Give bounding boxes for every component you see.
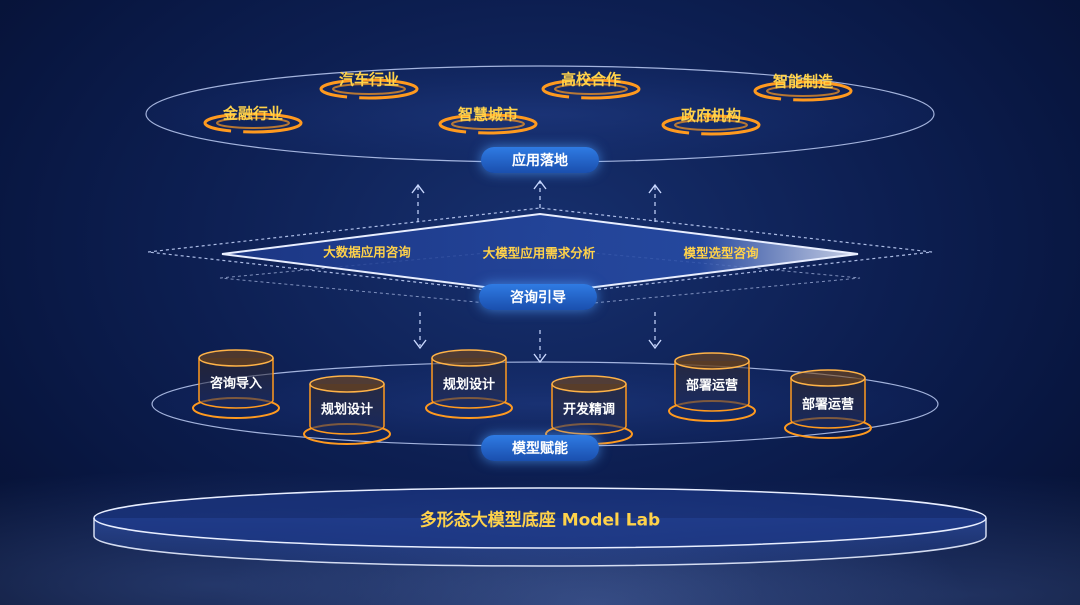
app-item-government: 政府机构	[680, 106, 742, 125]
application-layer-pill: 应用落地	[481, 147, 599, 173]
model-layer-pill: 模型赋能	[481, 435, 599, 461]
arrow-head-up-left	[411, 183, 425, 194]
app-item-automotive: 汽车行业	[338, 70, 400, 89]
consult-layer-pill: 咨询引导	[479, 284, 597, 310]
model-item-deploy-2: 部署运营	[801, 397, 855, 413]
down-arrows	[419, 312, 656, 360]
cylinder	[192, 349, 280, 419]
model-item-planning-2: 规划设计	[442, 377, 496, 393]
model-item-fine-tune: 开发精调	[562, 402, 616, 418]
base-platform	[93, 487, 987, 567]
cylinder	[545, 375, 633, 445]
glow-ring	[319, 78, 419, 100]
app-rings	[203, 78, 853, 136]
arrow-head-down-right	[648, 339, 662, 350]
cylinder	[303, 375, 391, 445]
arrow-head-up-right	[648, 183, 662, 194]
app-item-manufacturing: 智能制造	[772, 72, 834, 91]
consult-item-requirements: 大模型应用需求分析	[482, 245, 596, 261]
model-item-deploy-1: 部署运营	[685, 378, 739, 394]
glow-ring	[438, 113, 538, 135]
consult-outer-diamond	[147, 207, 933, 297]
app-item-finance: 金融行业	[222, 104, 284, 123]
consult-plate	[221, 212, 859, 296]
arrow-head-up-center	[533, 179, 547, 190]
consult-item-bigdata: 大数据应用咨询	[323, 244, 411, 260]
glow-ring	[753, 80, 853, 102]
cylinder	[425, 349, 513, 419]
glow-ring	[203, 112, 303, 134]
consult-lower-diamond	[219, 247, 861, 309]
model-item-consult-import: 咨询导入	[209, 376, 263, 392]
app-item-smart-city: 智慧城市	[457, 105, 519, 124]
cylinder	[668, 352, 756, 422]
glow-ring	[541, 78, 641, 100]
cylinder	[784, 369, 872, 439]
model-item-planning-1: 规划设计	[320, 402, 374, 418]
glow-ring	[661, 114, 761, 136]
model-cylinders	[192, 349, 872, 445]
consult-item-model-selection: 模型选型咨询	[683, 245, 759, 261]
arrow-head-down-left	[413, 339, 427, 350]
base-platform-label: 多形态大模型底座 Model Lab	[419, 510, 661, 531]
app-item-university: 高校合作	[560, 70, 622, 89]
up-arrows	[417, 182, 656, 222]
